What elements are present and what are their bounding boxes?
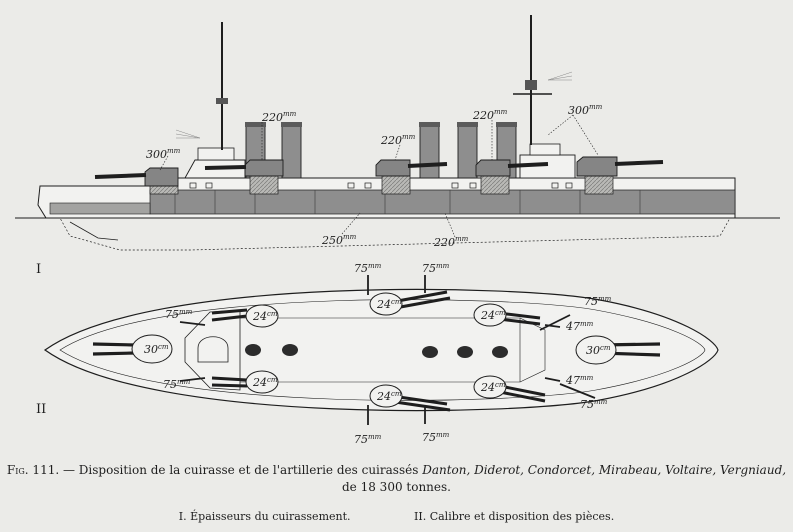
armour-belt-aft <box>49 202 151 215</box>
label-wing-aft-armour: 220mm <box>472 108 508 122</box>
label-secondary-calibre-4: 24cm <box>376 390 402 403</box>
label-aft-turret-armour: 300mm <box>568 103 603 117</box>
label-wing-mid-armour: 220mm <box>380 133 416 147</box>
plan-75mm-guns <box>179 275 596 425</box>
plan-fwd-superstructure <box>184 309 241 391</box>
label-aft-belt-armour: 220mm <box>433 235 469 249</box>
plan-deck-edge <box>59 299 706 401</box>
label-secondary-calibre-6: 24cm <box>480 381 506 394</box>
label-75mm-7: 75mm <box>354 433 382 446</box>
caption-text: — Disposition de la cuirasse et de l'art… <box>62 463 419 477</box>
stern-rudder <box>69 221 119 241</box>
plan-funnels <box>245 344 508 358</box>
plan-conning-tower <box>197 336 229 363</box>
caption-tonnage: de 18 300 tonnes. <box>342 480 451 494</box>
view-label-side: I <box>36 262 41 277</box>
side-leaders <box>159 114 599 238</box>
funnel-caps <box>245 122 517 127</box>
funnels <box>245 125 517 179</box>
caption-ship-names: Danton, Diderot, Condorcet, Mirabeau, Vo… <box>422 463 787 477</box>
plan-main-turrets: 30cm 30cm <box>92 334 661 365</box>
plan-central-deckhouse <box>240 317 521 383</box>
label-75mm-6: 75mm <box>580 398 608 411</box>
plan-secondary-turrets: 24cm 24cm 24cm 24cm 24cm 24cm <box>211 290 546 412</box>
aft-bridge <box>529 143 561 156</box>
plan-fwd-main-turret <box>131 334 173 364</box>
label-secondary-calibre-3: 24cm <box>376 298 402 311</box>
label-47mm-1: 47mm <box>565 320 594 333</box>
label-secondary-calibre-2: 24cm <box>252 376 278 389</box>
bridge <box>197 147 235 161</box>
figure-number: Fig. 111. <box>6 463 60 477</box>
plan-view: 30cm 30cm 24cm 24cm 24cm 24cm 24cm <box>36 262 719 446</box>
label-47mm-2: 47mm <box>565 374 594 387</box>
label-75mm-8: 75mm <box>422 431 450 444</box>
label-fwd-turret-armour: 300mm <box>146 147 181 161</box>
legend-guns: II. Calibre et disposition des pièces. <box>414 510 615 523</box>
label-secondary-calibre-5: 24cm <box>480 309 506 322</box>
label-fwd-main-calibre: 30cm <box>144 343 169 356</box>
label-75mm-4: 75mm <box>163 378 191 391</box>
side-turrets <box>144 156 618 187</box>
label-75mm-3: 75mm <box>165 308 193 321</box>
label-75mm-2: 75mm <box>422 262 450 275</box>
belt-plate-seams <box>174 190 641 214</box>
mainmast-top <box>525 80 537 90</box>
label-main-belt-armour: 250mm <box>321 233 357 247</box>
side-guns <box>94 160 664 179</box>
underwater-hull <box>59 217 731 251</box>
label-wing-fwd-armour: 220mm <box>261 110 297 124</box>
figure-legend: I. Épaisseurs du cuirassement. II. Calib… <box>0 508 793 525</box>
label-aft-main-calibre: 30cm <box>586 344 611 357</box>
armour-belt <box>149 189 736 215</box>
casemate-ports <box>189 182 573 189</box>
side-elevation: 300mm 220mm 220mm 220mm 300mm 250mm 220m… <box>15 15 780 277</box>
figure-caption: Fig. 111. — Disposition de la cuirasse e… <box>0 462 793 496</box>
legend-armour: I. Épaisseurs du cuirassement. <box>178 510 351 523</box>
view-label-plan: II <box>36 402 46 417</box>
label-75mm-5: 75mm <box>584 295 612 308</box>
searchlight-beams <box>175 71 573 139</box>
label-75mm-1: 75mm <box>354 262 382 275</box>
foremast-top <box>216 98 228 104</box>
plan-aft-main-turret <box>575 335 617 365</box>
label-secondary-calibre-1: 24cm <box>252 310 278 323</box>
